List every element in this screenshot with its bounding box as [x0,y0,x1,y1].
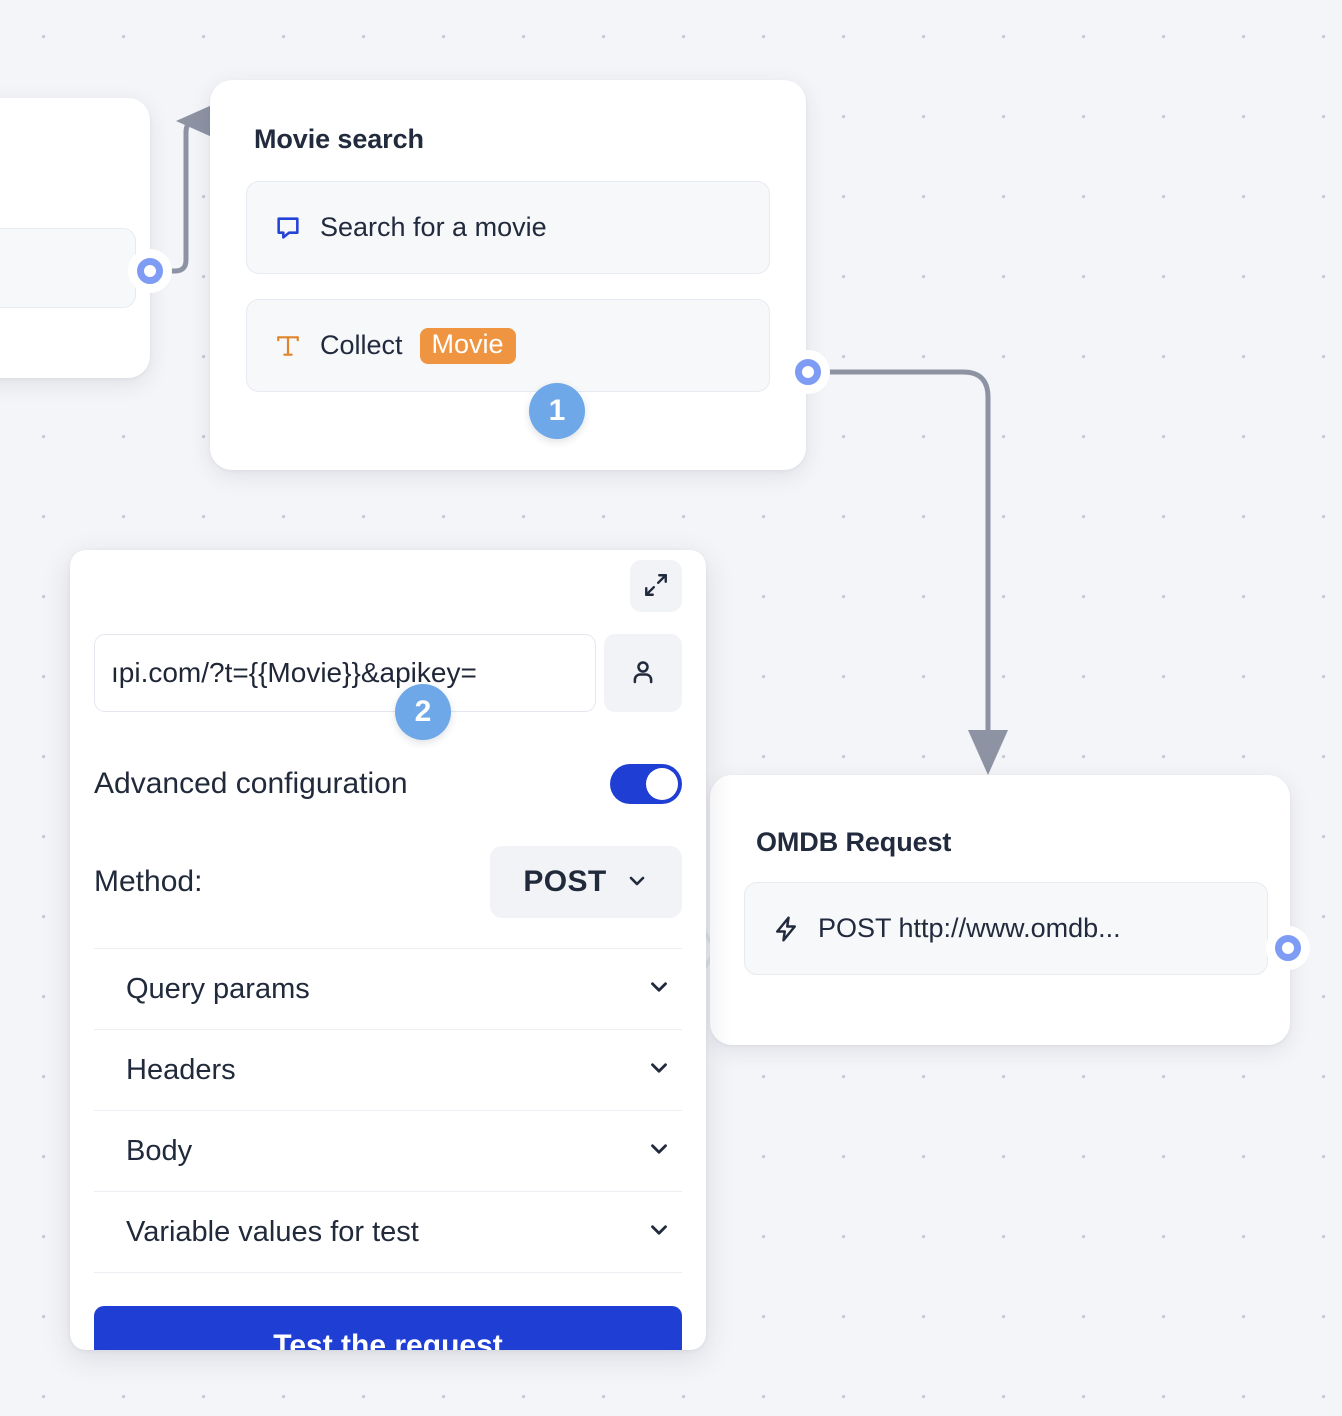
request-config-panel[interactable]: Advanced configuration Method: POST Quer… [70,550,706,1350]
upstream-node-row[interactable] [0,228,136,308]
request-url-input[interactable] [94,634,596,712]
upstream-node-partial[interactable] [0,98,150,378]
method-select-value: POST [523,865,607,898]
movie-search-row-search[interactable]: Search for a movie [246,181,770,274]
advanced-configuration-toggle[interactable] [610,764,682,804]
accordion-label-headers: Headers [126,1053,236,1086]
chevron-down-icon[interactable] [646,1055,672,1086]
accordion-item-query-params[interactable]: Query params [94,949,682,1030]
advanced-configuration-label: Advanced configuration [94,767,408,800]
lightning-bolt-icon [771,914,801,944]
omdb-request-row-label: POST http://www.omdb... [818,913,1121,943]
chevron-down-icon[interactable] [646,974,672,1005]
movie-search-title: Movie search [254,124,424,154]
accordion-item-variable-values[interactable]: Variable values for test [94,1192,682,1273]
movie-search-row-collect[interactable]: Collect Movie [246,299,770,392]
accordion-label-variable-values: Variable values for test [126,1215,419,1248]
test-the-request-button[interactable]: Test the request [94,1306,682,1350]
port-movie-search-output[interactable] [795,359,821,385]
person-icon [628,657,658,690]
method-label: Method: [94,865,203,898]
omdb-request-row[interactable]: POST http://www.omdb... [744,882,1268,975]
method-row: Method: POST [94,846,682,948]
accordion-item-headers[interactable]: Headers [94,1030,682,1111]
url-row [94,634,682,712]
node-omdb-request[interactable]: OMDB Request POST http://www.omdb... [710,775,1290,1045]
accordion-item-body[interactable]: Body [94,1111,682,1192]
variable-chip-movie[interactable]: Movie [419,327,516,364]
chevron-down-icon [625,869,649,896]
node-movie-search[interactable]: Movie search Search for a movie Collect … [210,80,806,470]
accordion-label-body: Body [126,1134,193,1167]
movie-search-row-collect-label: Collect [320,330,403,360]
expand-diagonal-icon [643,572,669,601]
chevron-down-icon[interactable] [646,1217,672,1248]
config-accordion: Query params Headers Body Variable value… [94,948,682,1273]
chevron-down-icon[interactable] [646,1136,672,1167]
speech-bubble-icon [273,213,303,243]
port-upstream-output[interactable] [137,258,163,284]
movie-search-row-search-label: Search for a movie [320,212,547,242]
omdb-request-title: OMDB Request [756,827,952,857]
method-select-button[interactable]: POST [490,846,682,918]
auth-user-button[interactable] [604,634,682,712]
accordion-label-query-params: Query params [126,972,310,1005]
port-omdb-request-output[interactable] [1275,935,1301,961]
step-badge-1: 1 [529,383,585,439]
text-t-icon [273,331,303,361]
expand-panel-button[interactable] [630,560,682,612]
advanced-configuration-row: Advanced configuration [94,764,682,804]
step-badge-2: 2 [395,684,451,740]
